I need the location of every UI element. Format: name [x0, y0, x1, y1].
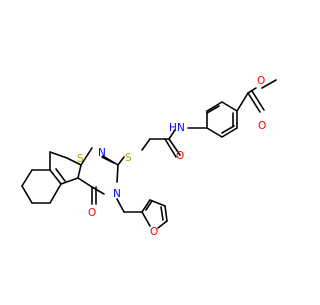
bond — [221, 125, 235, 134]
bonds — [21, 79, 277, 229]
bond — [101, 156, 115, 164]
bond — [168, 129, 176, 140]
bond — [77, 177, 93, 188]
atom-label-amide-n: N — [177, 122, 185, 134]
bond — [261, 79, 277, 89]
bond — [164, 205, 168, 222]
bond — [251, 90, 265, 111]
atom-label-thiophene-s: S — [77, 153, 84, 165]
bond — [141, 199, 151, 213]
bond — [236, 92, 249, 112]
atom-labels: O O N H O S S N N O O — [77, 75, 266, 238]
bond — [77, 164, 82, 179]
bond — [49, 183, 62, 204]
bond — [49, 169, 62, 185]
bond — [116, 164, 119, 183]
bond — [21, 169, 33, 187]
bond — [157, 220, 168, 229]
bond — [145, 200, 153, 211]
bond — [160, 206, 164, 221]
atom-label-furan-o: O — [150, 226, 158, 238]
bond — [55, 168, 66, 182]
bond — [21, 185, 33, 204]
bond — [206, 101, 223, 112]
bond — [60, 177, 79, 185]
atom-label-amide-h: H — [169, 122, 177, 134]
bond — [168, 138, 181, 156]
atom-label-ester-o-methyl: O — [257, 75, 265, 87]
atom-label-ester-o-carbonyl: O — [258, 120, 266, 132]
bond — [206, 127, 223, 138]
bond — [116, 198, 125, 213]
bond — [66, 157, 82, 166]
molecule-structure-diagram: O O N H O S S N N O O — [21, 75, 277, 238]
bond — [221, 101, 238, 112]
bond — [206, 105, 220, 114]
bond — [221, 127, 238, 138]
molecule-structure-canvas: O O N H O S S N N O O — [21, 75, 277, 238]
atom-label-pyrimidine-n-top: N — [98, 147, 106, 159]
bond — [80, 147, 93, 166]
bond — [149, 199, 166, 207]
bond — [49, 151, 68, 159]
bond — [141, 211, 151, 227]
atom-label-amide-o: O — [176, 150, 184, 162]
atom-label-thioether-s: S — [125, 152, 132, 164]
bond — [247, 92, 261, 113]
atom-label-pyrimidine-n-bottom: N — [113, 188, 121, 200]
atom-label-ketone-o: O — [88, 207, 96, 219]
bond — [117, 156, 125, 166]
bond — [164, 138, 177, 158]
bond — [91, 186, 105, 195]
bond — [141, 138, 151, 151]
